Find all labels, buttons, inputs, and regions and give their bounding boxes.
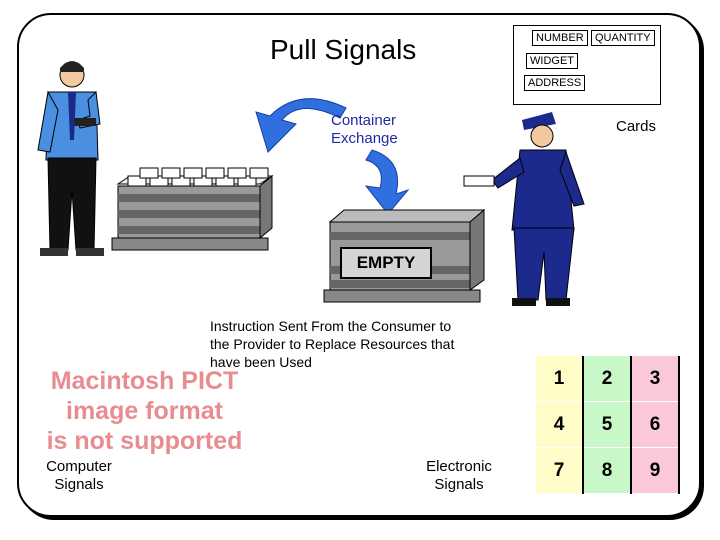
card-widget-label: WIDGET [526,53,578,69]
computer-signals-line-1: Computer [46,458,112,475]
card-number-label: NUMBER [532,30,588,46]
card-address-label: ADDRESS [524,75,586,91]
number-grid: 1 2 3 4 5 6 7 8 9 [536,356,680,494]
electronic-signals-label: Electronic Signals [414,458,504,494]
grid-cell-9: 9 [632,448,678,493]
grid-cell-2: 2 [584,356,630,401]
electronic-signals-line-2: Signals [434,476,484,493]
arrow-lower-icon [364,149,410,215]
grid-cell-1: 1 [536,356,582,401]
businessman-figure [37,61,104,256]
grid-cell-6: 6 [632,402,678,447]
instruction-text: Instruction Sent From the Consumer to th… [210,317,454,371]
kanban-card: NUMBER QUANTITY WIDGET ADDRESS [513,25,661,105]
card-quantity-label: QUANTITY [591,30,655,46]
full-container [111,167,274,251]
grid-cell-5: 5 [584,402,630,447]
grid-lines [582,356,680,494]
instruction-line-3: have been Used [210,354,312,370]
grid-cell-3: 3 [632,356,678,401]
pict-line-1: Macintosh PICT [50,367,239,395]
pict-line-2: image format [66,397,223,425]
empty-sign: EMPTY [340,247,432,279]
container-exchange-line-2: Exchange [331,130,398,147]
grid-cell-7: 7 [536,448,582,493]
electronic-signals-line-1: Electronic [426,458,492,475]
instruction-line-1: Instruction Sent From the Consumer to [210,318,452,334]
grid-cell-8: 8 [584,448,630,493]
arrow-upper-icon [255,98,347,153]
instruction-line-2: the Provider to Replace Resources that [210,336,455,352]
grid-cell-4: 4 [536,402,582,447]
pict-placeholder: Macintosh PICT image format is not suppo… [22,366,267,456]
pict-line-3: is not supported [46,427,243,455]
page-title: Pull Signals [270,34,417,65]
computer-signals-line-2: Signals [54,476,104,493]
worker-figure [463,112,585,306]
container-exchange-label: Container Exchange [331,112,398,148]
cards-label: Cards [616,118,657,135]
container-exchange-line-1: Container [331,112,397,129]
computer-signals-label: Computer Signals [38,458,120,494]
